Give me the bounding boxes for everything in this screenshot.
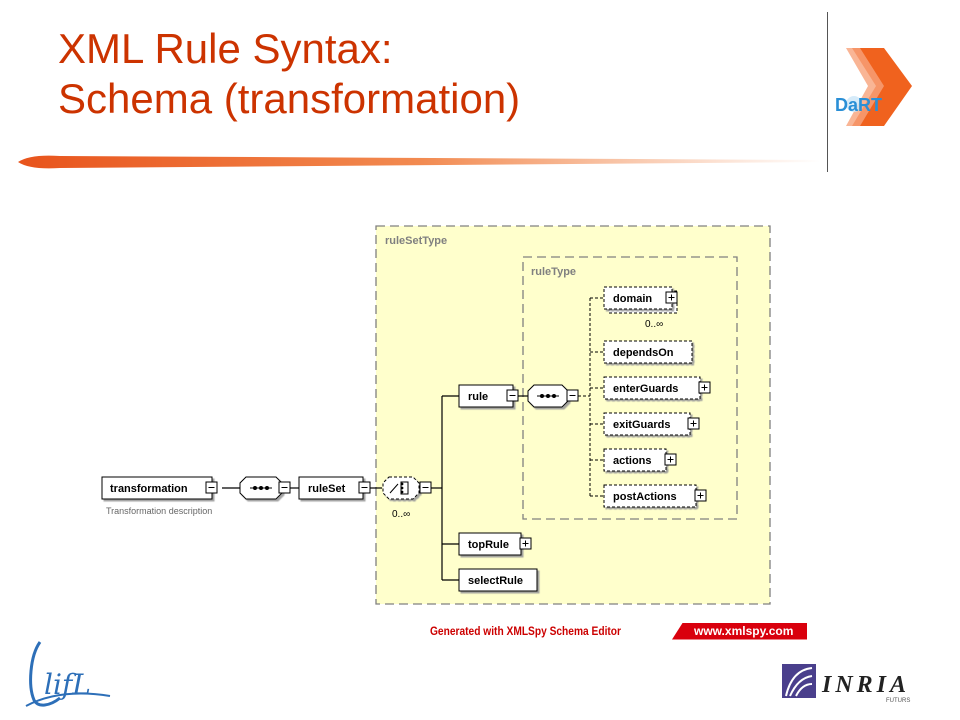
xmlspy-banner: Generated with XMLSpy Schema Editor www.… — [430, 622, 808, 640]
select-rule-element[interactable]: selectRule — [458, 568, 538, 592]
actions-element[interactable]: actions — [603, 448, 677, 472]
enter-guards-expand-icon[interactable] — [698, 381, 711, 394]
transformation-description: Transformation description — [106, 506, 212, 516]
ruleset-type-container — [375, 225, 771, 605]
select-rule-label: selectRule — [468, 575, 523, 587]
depends-on-element[interactable]: dependsOn — [603, 340, 693, 364]
ruleset-element[interactable]: ruleSet — [298, 476, 371, 500]
ruleset-type-label: ruleSetType — [385, 235, 447, 247]
rule-type-label: ruleType — [531, 266, 576, 278]
rule-type-container — [522, 256, 738, 520]
domain-element[interactable]: domain — [603, 286, 678, 314]
lifl-logo-text: lifL — [44, 668, 91, 701]
actions-label: actions — [613, 455, 652, 467]
choice-compositor[interactable] — [382, 476, 432, 500]
post-actions-expand-icon[interactable] — [694, 489, 707, 502]
ruleset-label: ruleSet — [308, 483, 346, 495]
transformation-label: transformation — [110, 483, 188, 495]
rule-collapse-icon[interactable] — [506, 389, 519, 402]
top-rule-label: topRule — [468, 539, 509, 551]
header-divider — [827, 12, 828, 172]
top-rule-element[interactable]: topRule — [458, 532, 532, 556]
dart-logo: DaRT — [835, 48, 912, 126]
top-rule-expand-icon[interactable] — [519, 537, 532, 550]
exit-guards-label: exitGuards — [613, 419, 670, 431]
title-line-1: XML Rule Syntax: — [58, 25, 393, 72]
connector-lines — [222, 395, 528, 581]
ruleset-cardinality: 0..∞ — [392, 509, 410, 520]
exit-guards-expand-icon[interactable] — [687, 417, 700, 430]
enter-guards-element[interactable]: enterGuards — [603, 376, 711, 400]
domain-label: domain — [613, 293, 652, 305]
transformation-collapse-icon[interactable] — [205, 481, 218, 494]
inria-logo: INRIA FUTURS — [782, 664, 910, 704]
rule-label: rule — [468, 391, 488, 403]
ruleset-collapse-icon[interactable] — [358, 481, 371, 494]
exit-guards-element[interactable]: exitGuards — [603, 412, 700, 436]
dashed-connector-lines — [578, 297, 604, 497]
xmlspy-url-link[interactable]: www.xmlspy.com — [672, 622, 808, 640]
domain-expand-icon[interactable] — [665, 291, 678, 304]
enter-guards-label: enterGuards — [613, 383, 678, 395]
title-line-2: Schema (transformation) — [58, 75, 521, 122]
generated-with-text: Generated with XMLSpy Schema Editor — [430, 624, 622, 638]
inria-logo-subtext: FUTURS — [886, 698, 910, 704]
post-actions-element[interactable]: postActions — [603, 484, 707, 508]
dart-logo-text: DaRT — [835, 95, 882, 115]
slide-title: XML Rule Syntax: Schema (transformation) — [58, 24, 520, 124]
sequence-compositor-2[interactable] — [527, 384, 579, 408]
inria-logo-text: INRIA — [821, 672, 910, 698]
sequence-compositor-1[interactable] — [239, 476, 291, 500]
domain-cardinality: 0..∞ — [645, 319, 663, 330]
rule-element[interactable]: rule — [458, 384, 519, 408]
lifl-logo: lifL — [25, 641, 111, 707]
post-actions-label: postActions — [613, 491, 677, 503]
title-underline-swoosh — [18, 155, 820, 169]
transformation-element[interactable]: transformation — [101, 476, 218, 500]
depends-on-label: dependsOn — [613, 347, 674, 359]
actions-expand-icon[interactable] — [664, 453, 677, 466]
